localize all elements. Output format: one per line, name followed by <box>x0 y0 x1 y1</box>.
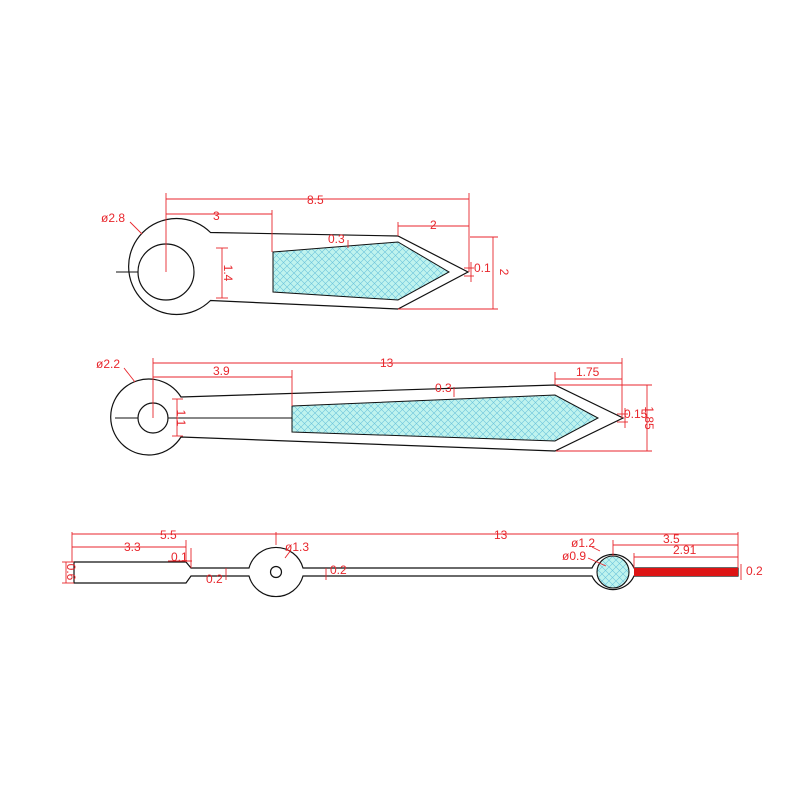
hour-hand-neck-label: 1.4 <box>221 265 235 282</box>
minute-hand-length-label: 13 <box>380 356 394 370</box>
second-hand-tip-label: 3.5 <box>663 532 680 546</box>
hour-hand: 8.5 3 2 0.3 0.1 2 1.4 ø2.8 <box>101 193 511 316</box>
second-hand-length-label: 13 <box>494 528 508 542</box>
second-hand-step-label: 0.1 <box>171 550 188 564</box>
second-hand-tail-width-label: 0.6 <box>64 564 78 581</box>
second-hand-neck-label: 0.2 <box>206 572 223 586</box>
second-hand-tail-length-label: 5.5 <box>160 528 177 542</box>
second-hand-luminous-dot <box>596 555 630 589</box>
minute-hand-base-label: 3.9 <box>213 364 230 378</box>
second-hand-red-tip <box>634 568 738 576</box>
second-hand-red-width-label: 0.2 <box>746 564 763 578</box>
hour-dim-diameter-leader <box>129 221 143 235</box>
second-hand-shaft-label: 0.2 <box>330 563 347 577</box>
hour-hand-tip-width-label: 0.1 <box>474 261 491 275</box>
minute-dim-diameter-leader <box>123 367 136 383</box>
hour-hand-length-label: 8.5 <box>307 193 324 207</box>
second-hand-ring-label: ø1.2 <box>571 536 595 550</box>
minute-hand-neck-label: 1.1 <box>174 410 188 427</box>
minute-hand-diameter-label: ø2.2 <box>96 357 120 371</box>
second-hand-center-hole <box>269 565 283 579</box>
second-hand-ring-inner-label: ø0.9 <box>562 549 586 563</box>
minute-hand-width-label: 1.85 <box>642 406 656 430</box>
second-dim-ring-in-leader <box>587 557 607 567</box>
second-dim-hub-leader <box>284 549 292 559</box>
second-hand: 5.5 13 3.3 0.1 0.6 0.2 ø1.3 0.2 ø1.2 ø0.… <box>62 528 763 598</box>
second-dim-ring-leader <box>591 546 601 552</box>
minute-hand-rim-label: 0.3 <box>435 381 452 395</box>
minute-hand-tip-width-label: 0.15 <box>624 407 648 421</box>
second-hand-hub-label: ø1.3 <box>285 540 309 554</box>
hour-hand-base-label: 3 <box>213 209 220 223</box>
minute-hand-tip-label: 1.75 <box>576 365 600 379</box>
hour-hand-width-label: 2 <box>497 269 511 276</box>
minute-hand-luminous-insert <box>291 394 600 442</box>
second-hand-red-length-label: 2.91 <box>673 543 697 557</box>
hour-hand-diameter-label: ø2.8 <box>101 211 125 225</box>
hour-hand-rim-label: 0.3 <box>328 232 345 246</box>
minute-hand: 13 3.9 1.75 0.3 0.15 1.85 1.1 ø2.2 <box>96 356 656 456</box>
second-hand-tail-label: 3.3 <box>124 540 141 554</box>
hour-hand-tip-label: 2 <box>430 218 437 232</box>
hour-hand-luminous-insert <box>272 241 451 301</box>
